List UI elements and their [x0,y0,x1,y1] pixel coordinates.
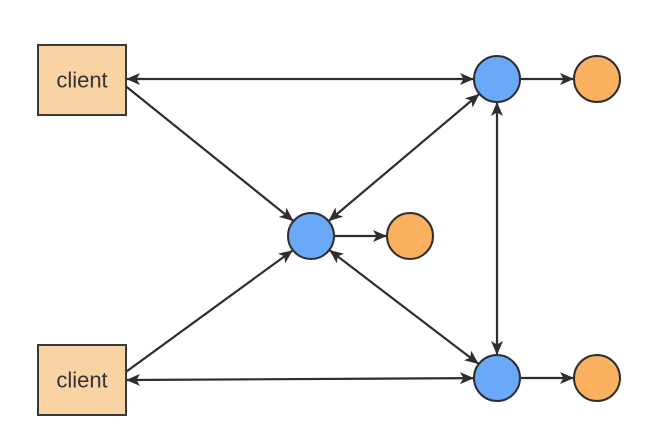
node-bottom-right [473,354,521,402]
leaf-top-right [573,55,621,103]
edge-client-bottom-to-bottom-right [126,372,474,386]
client-node-bottom: client [37,344,127,416]
client-box-top [37,44,127,116]
edge-top-right-to-center [328,93,480,222]
client-label-bottom: client [56,368,107,393]
leaf-center [386,212,434,260]
leaf-bottom-right [573,354,621,402]
edge-client-top-to-center [122,83,294,222]
node-top-right [473,55,521,103]
edge-bottom-right-to-center [329,249,479,365]
client-node-top: client [37,44,127,116]
edge-client-bottom-to-center [122,249,293,375]
client-label-top: client [56,68,107,93]
node-center [287,212,335,260]
edges-layer [122,73,574,386]
client-box-bottom [37,344,127,416]
